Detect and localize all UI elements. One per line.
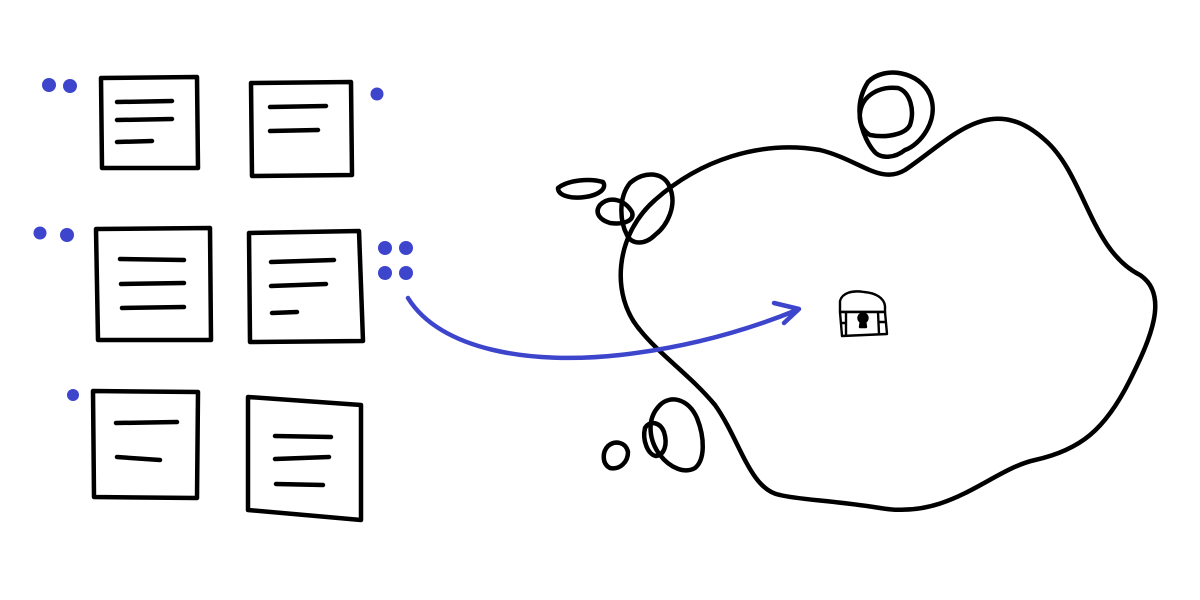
card-text-line bbox=[269, 309, 300, 316]
treasure-chest-icon bbox=[838, 290, 889, 338]
dot-marker bbox=[399, 241, 413, 255]
dot-marker bbox=[63, 79, 77, 93]
card-text-line bbox=[114, 454, 163, 463]
card-text-line bbox=[118, 280, 187, 287]
card-text-line bbox=[267, 127, 321, 134]
card-text-line bbox=[114, 138, 155, 145]
dot-marker bbox=[378, 266, 392, 280]
arrow-icon bbox=[405, 295, 802, 361]
card-frame bbox=[93, 225, 214, 343]
rock-icon bbox=[555, 172, 675, 245]
dot-marker bbox=[399, 266, 413, 280]
card bbox=[246, 228, 366, 345]
card bbox=[248, 79, 355, 179]
card-text-line bbox=[113, 419, 180, 426]
card bbox=[93, 225, 214, 343]
card-text-line bbox=[114, 98, 175, 105]
card-text-line bbox=[114, 116, 175, 123]
card-text-line bbox=[272, 433, 334, 440]
dot-marker bbox=[378, 241, 392, 255]
card-text-line bbox=[272, 454, 332, 462]
card bbox=[245, 394, 364, 523]
card-text-line bbox=[117, 256, 187, 263]
card-text-line bbox=[267, 103, 329, 110]
rock-icon bbox=[601, 397, 705, 473]
rock-icon bbox=[857, 70, 935, 159]
card-frame bbox=[90, 388, 201, 501]
card bbox=[90, 388, 201, 501]
dot-marker bbox=[370, 87, 384, 101]
card bbox=[98, 74, 201, 171]
card-frame bbox=[248, 79, 355, 179]
card-text-line bbox=[119, 304, 187, 311]
card-frame bbox=[245, 394, 364, 523]
card-grid bbox=[90, 74, 366, 523]
dot-marker bbox=[33, 226, 47, 240]
dot-marker bbox=[42, 78, 56, 92]
card-frame bbox=[246, 228, 366, 345]
dot-marker bbox=[60, 228, 74, 242]
card-frame bbox=[98, 74, 201, 171]
island-icon bbox=[618, 116, 1158, 512]
card-text-line bbox=[268, 257, 337, 265]
dot-marker bbox=[67, 389, 79, 401]
card-text-line bbox=[273, 481, 326, 488]
dot-markers bbox=[33, 78, 413, 401]
card-text-line bbox=[268, 281, 329, 289]
